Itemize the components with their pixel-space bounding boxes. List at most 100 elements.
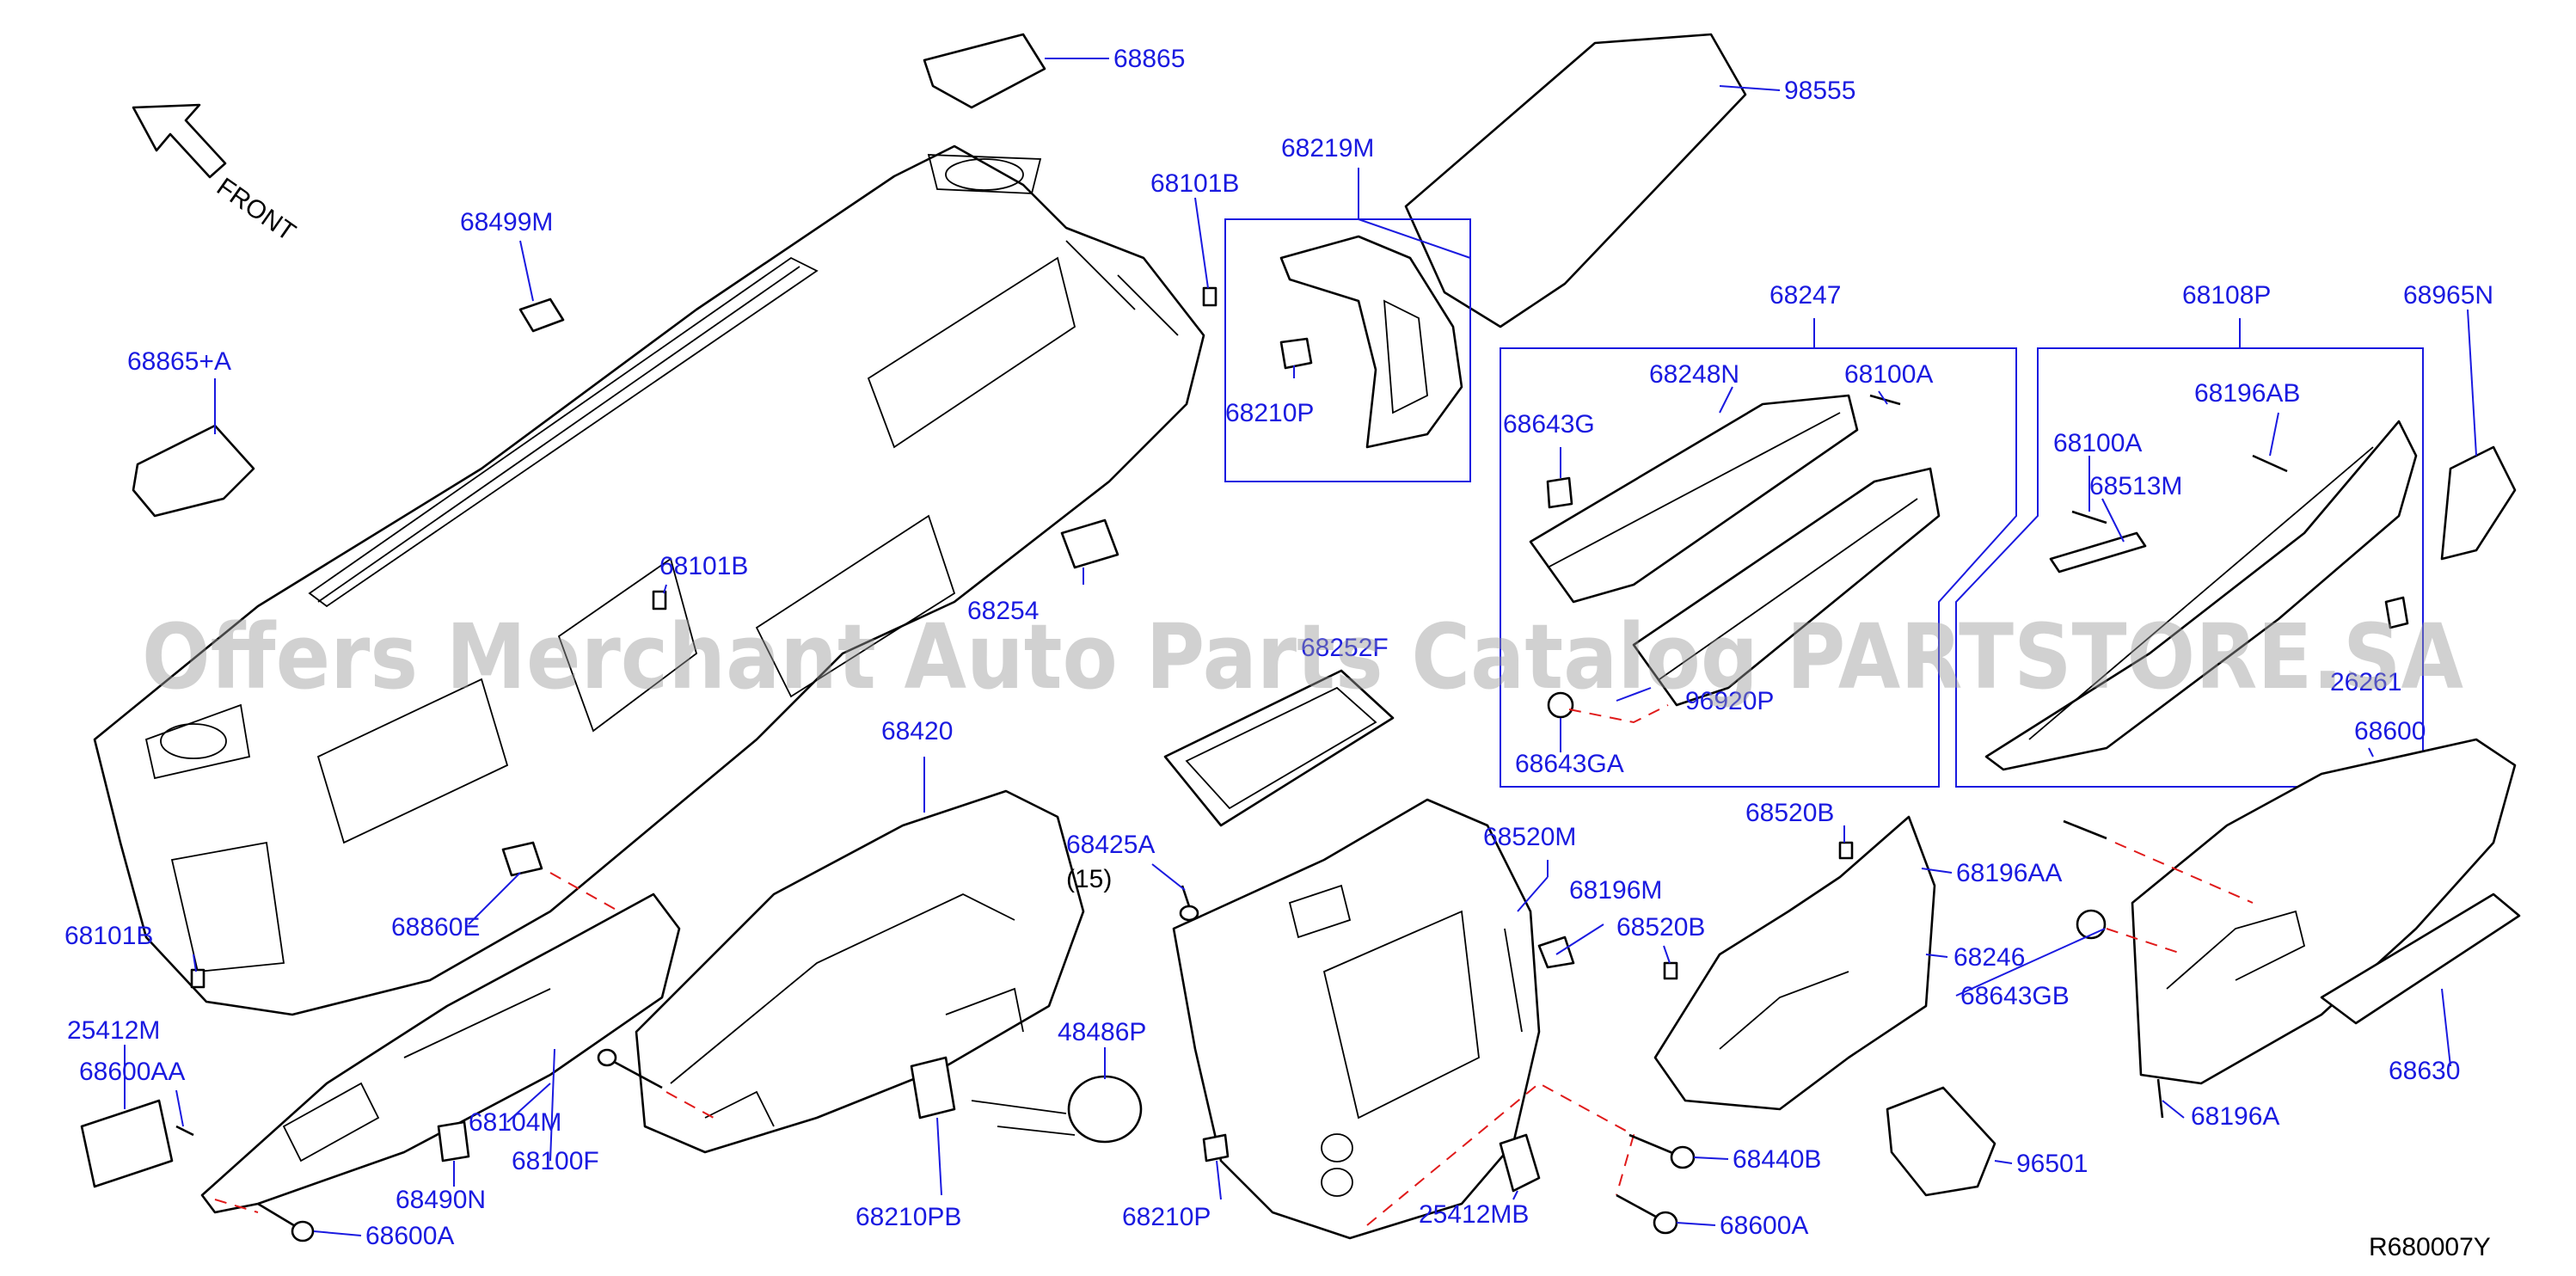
label-68210p-upper: 68210P bbox=[1225, 399, 1314, 427]
part-25412mb-switch bbox=[1499, 1133, 1541, 1193]
label-68520m: 68520M bbox=[1483, 823, 1576, 851]
part-68246-bracket bbox=[1653, 815, 1936, 1111]
label-68252f: 68252F bbox=[1301, 634, 1389, 662]
label-68100f: 68100F bbox=[512, 1147, 599, 1175]
label-68630: 68630 bbox=[2389, 1057, 2460, 1085]
part-68490n-pad bbox=[437, 1120, 470, 1163]
part-68630-latch bbox=[2320, 893, 2521, 1025]
part-68219m-panel bbox=[1279, 235, 1463, 449]
part-68643g-bumper bbox=[1546, 476, 1573, 509]
watermark-text: Offers Merchant Auto Parts Catalog PARTS… bbox=[142, 604, 2463, 709]
label-68101b-lower: 68101B bbox=[64, 922, 153, 950]
front-label: FRONT bbox=[212, 173, 301, 247]
dashed-line-68643gb bbox=[2106, 928, 2185, 955]
label-68247: 68247 bbox=[1769, 281, 1841, 310]
part-68210pb-clip bbox=[910, 1056, 956, 1120]
label-68440b: 68440B bbox=[1733, 1145, 1821, 1174]
label-68643ga: 68643GA bbox=[1515, 750, 1624, 778]
part-68600a-head-right bbox=[1653, 1211, 1678, 1235]
label-68865: 68865 bbox=[1113, 45, 1185, 73]
label-26261: 26261 bbox=[2330, 668, 2401, 696]
label-68600aa: 68600AA bbox=[79, 1058, 185, 1086]
part-68104m-lower-panel bbox=[200, 893, 681, 1214]
dashed-line-68600a-left bbox=[214, 1199, 259, 1213]
part-68196aa-screw bbox=[2063, 819, 2107, 840]
part-68520m-center-panel bbox=[1172, 798, 1541, 1240]
label-48486p: 48486P bbox=[1058, 1018, 1146, 1046]
part-25412m-switch bbox=[80, 1099, 174, 1188]
label-68520b-lower: 68520B bbox=[1616, 913, 1705, 942]
label-25412m: 25412M bbox=[67, 1016, 160, 1045]
part-68965n-cover bbox=[2440, 445, 2517, 561]
part-68420-hood bbox=[635, 789, 1085, 1154]
group-box-68108p bbox=[1955, 347, 2424, 788]
label-98555: 98555 bbox=[1784, 77, 1855, 105]
reference-code: R680007Y bbox=[2369, 1233, 2491, 1261]
dashed-line-68100f bbox=[665, 1091, 715, 1119]
part-68100f-head bbox=[597, 1048, 617, 1067]
label-96501: 96501 bbox=[2016, 1150, 2088, 1178]
group-box-68219m bbox=[1224, 218, 1471, 482]
label-68643g: 68643G bbox=[1503, 410, 1595, 439]
part-68520b-nut-upper bbox=[1838, 841, 1854, 860]
part-68210p-clip-lower bbox=[1202, 1133, 1230, 1163]
label-68965n: 68965N bbox=[2403, 281, 2493, 310]
label-68490n: 68490N bbox=[396, 1186, 486, 1214]
part-68108p-cover bbox=[1984, 420, 2418, 771]
dashed-line-68860e bbox=[549, 872, 620, 912]
part-68210p-clip-upper bbox=[1279, 337, 1313, 370]
label-68101b-upper: 68101B bbox=[1150, 169, 1239, 198]
group-box-68247 bbox=[1500, 347, 2017, 788]
label-68520b-upper: 68520B bbox=[1745, 799, 1834, 827]
part-labels: 68865 98555 68101B 68219M 68499M 68865+A… bbox=[64, 45, 2493, 1250]
label-68219m: 68219M bbox=[1281, 134, 1374, 163]
part-68425a-head bbox=[1179, 905, 1199, 922]
label-68101b-mid: 68101B bbox=[659, 552, 748, 580]
part-68600aa-screw bbox=[175, 1125, 194, 1137]
part-68865-cover bbox=[923, 33, 1046, 109]
leader-lines bbox=[124, 58, 2477, 1236]
label-96920p: 96920P bbox=[1685, 687, 1774, 715]
label-68420: 68420 bbox=[881, 717, 953, 745]
quantity-note: (15) bbox=[1066, 865, 1112, 893]
label-68600a-right: 68600A bbox=[1720, 1212, 1808, 1240]
part-68865a-cover bbox=[132, 424, 255, 518]
label-68425a: 68425A bbox=[1066, 831, 1155, 859]
front-arrow-icon bbox=[132, 103, 227, 179]
label-68104m: 68104M bbox=[469, 1108, 561, 1137]
label-68254: 68254 bbox=[967, 597, 1039, 625]
dashed-line-center bbox=[1366, 1082, 1635, 1226]
part-68101b-nut-lower bbox=[190, 968, 205, 989]
part-68643ga-bumper bbox=[1547, 691, 1574, 719]
label-68860e: 68860E bbox=[391, 913, 480, 942]
label-68248n: 68248N bbox=[1649, 360, 1739, 389]
label-68196a: 68196A bbox=[2191, 1102, 2279, 1131]
part-68600-glovebox bbox=[2131, 738, 2517, 1085]
label-68210p-lower: 68210P bbox=[1122, 1203, 1211, 1231]
label-68196m: 68196M bbox=[1569, 876, 1662, 905]
part-26261-bulb bbox=[2384, 596, 2409, 629]
part-68100a-screw-right bbox=[2071, 510, 2107, 525]
label-68865a: 68865+A bbox=[127, 347, 231, 376]
label-68108p: 68108P bbox=[2182, 281, 2271, 310]
part-68440b-head bbox=[1670, 1145, 1696, 1169]
label-68196aa: 68196AA bbox=[1956, 859, 2062, 887]
part-68499m-clip bbox=[518, 298, 565, 333]
label-68246: 68246 bbox=[1953, 943, 2025, 972]
dashboard-panel bbox=[93, 144, 1205, 1016]
label-68643gb: 68643GB bbox=[1960, 982, 2070, 1010]
part-68101b-nut-mid bbox=[652, 590, 667, 610]
part-48486p-harness bbox=[971, 1075, 1143, 1144]
part-68196ab-screw bbox=[2252, 454, 2288, 473]
part-68100f-screw bbox=[605, 1056, 663, 1089]
part-68860e-clip bbox=[501, 841, 543, 877]
label-68210pb: 68210PB bbox=[856, 1203, 961, 1231]
label-68196ab: 68196AB bbox=[2194, 379, 2300, 408]
label-68600: 68600 bbox=[2354, 717, 2426, 745]
part-96501-box bbox=[1886, 1086, 1996, 1197]
dashed-line-68196aa bbox=[2114, 842, 2254, 904]
part-68252f-tray bbox=[1163, 669, 1395, 827]
part-68513m-link bbox=[2049, 531, 2147, 574]
label-68600a-left: 68600A bbox=[365, 1222, 454, 1250]
